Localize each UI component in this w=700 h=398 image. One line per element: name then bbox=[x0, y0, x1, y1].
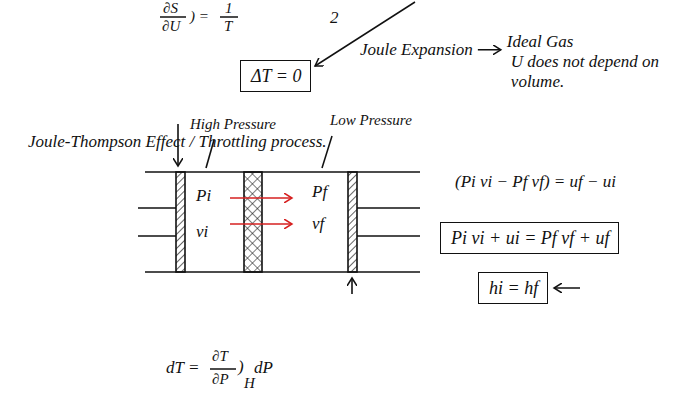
equation-text: ΔT = 0 bbox=[251, 66, 301, 88]
force-arrow bbox=[351, 278, 353, 294]
piston-rod bbox=[138, 235, 176, 237]
equation-part: dP bbox=[254, 358, 273, 378]
fraction-bar bbox=[160, 16, 186, 18]
equation-part: dT = bbox=[166, 358, 199, 378]
note-text: U does not depend on volume. bbox=[511, 52, 661, 91]
equation-number: 2 bbox=[330, 8, 339, 28]
state-variable: Pf bbox=[312, 182, 327, 202]
piston-rod bbox=[357, 235, 420, 237]
piston-rod bbox=[357, 207, 420, 209]
flow-arrow bbox=[230, 197, 292, 199]
pipe-wall bbox=[145, 271, 420, 273]
section-heading: Joule-Thompson Effect / Throttling proce… bbox=[28, 132, 327, 152]
flow-arrows bbox=[230, 198, 292, 224]
region-label: High Pressure bbox=[190, 116, 276, 133]
state-variable: Pi bbox=[196, 186, 211, 206]
derivative-term: ∂P bbox=[212, 371, 229, 388]
fraction-bar bbox=[210, 368, 236, 370]
equation-box: ΔT = 0 bbox=[240, 60, 311, 92]
equation-text: hi = hf bbox=[489, 278, 538, 300]
implies-arrow bbox=[478, 49, 501, 51]
region-label: Low Pressure bbox=[330, 112, 412, 129]
equation-part: ) = bbox=[190, 8, 209, 25]
equation-box: Pi vi + ui = Pf vf + uf bbox=[440, 222, 619, 254]
fraction-bar bbox=[220, 16, 238, 18]
left-piston bbox=[176, 172, 185, 272]
equation-part: ) bbox=[238, 357, 244, 377]
equation-part: T bbox=[224, 18, 232, 35]
right-piston bbox=[348, 172, 357, 272]
derivative-term: ∂T bbox=[212, 348, 228, 365]
state-variable: vf bbox=[312, 214, 324, 234]
equation-box: hi = hf bbox=[478, 272, 548, 304]
derivative-term: ∂S bbox=[163, 0, 178, 17]
derivative-term: ∂U bbox=[162, 18, 180, 35]
note-text: Ideal Gas bbox=[507, 32, 574, 52]
equation-text: Pi vi + ui = Pf vf + uf bbox=[451, 228, 609, 250]
flow-arrow bbox=[230, 223, 292, 225]
state-variable: vi bbox=[196, 222, 208, 242]
equation-part: 1 bbox=[225, 0, 233, 17]
pipe-wall bbox=[145, 171, 420, 173]
piston-rod bbox=[138, 207, 176, 209]
energy-equation: (Pi vi − Pf vf) = uf − ui bbox=[455, 172, 616, 192]
fraction-bars bbox=[160, 17, 238, 369]
pointer-arrow bbox=[554, 287, 580, 289]
note-text: Joule Expansion bbox=[360, 40, 473, 60]
porous-plug bbox=[244, 172, 262, 272]
subscript-label: H bbox=[244, 375, 255, 392]
